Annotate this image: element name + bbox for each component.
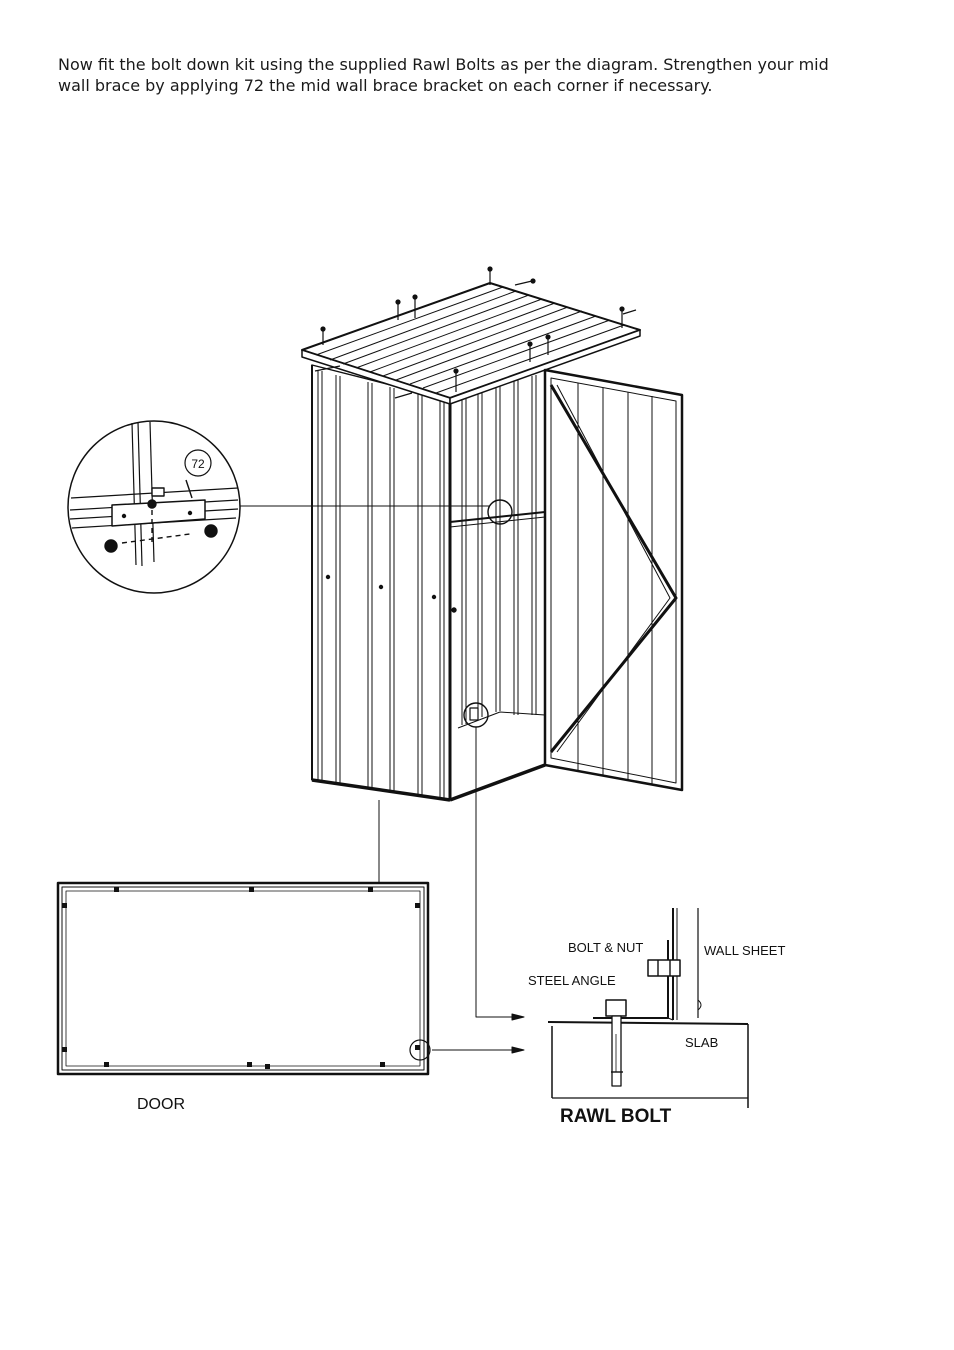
shed-illustration — [301, 266, 684, 802]
slab-label: SLAB — [685, 1035, 718, 1050]
bracket-detail-magnifier — [67, 420, 241, 594]
leader-lines — [238, 505, 525, 1054]
door-plan-view — [56, 881, 431, 1076]
steel-angle-label: STEEL ANGLE — [528, 973, 616, 988]
instruction-line-1: Now fit the bolt down kit using the supp… — [58, 55, 829, 74]
callout-number-72: 72 — [191, 457, 205, 471]
bolt-and-nut-label: BOLT & NUT — [568, 940, 643, 955]
instruction-text: Now fit the bolt down kit using the supp… — [58, 54, 918, 96]
rawl-bolt-section — [547, 908, 749, 1108]
door-label: DOOR — [137, 1096, 185, 1113]
instruction-line-2: wall brace by applying 72 the mid wall b… — [58, 76, 713, 95]
rawl-bolt-label: RAWL BOLT — [560, 1106, 672, 1127]
wall-sheet-label: WALL SHEET — [704, 943, 785, 958]
